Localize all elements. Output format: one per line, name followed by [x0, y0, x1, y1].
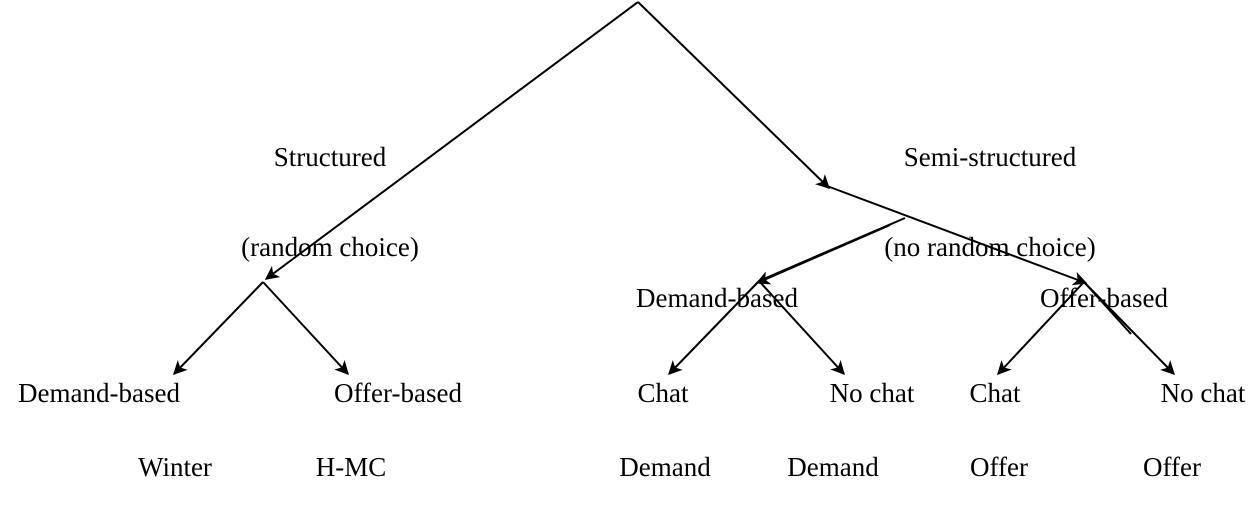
edge-label-offer-chat-text: Chat [969, 378, 1021, 408]
edge-root-to-structured [264, 1, 639, 280]
leaf-winter-mechanism-line1: Winter [138, 452, 212, 482]
edge-label-semi-structured-line1: Semi-structured [903, 142, 1077, 172]
edge-label-structured-offer-based: Offer-based [334, 318, 462, 468]
leaf-h-mc-mechanism: H-MC mechanism [290, 392, 413, 522]
edge-label-semi-demand-based: Demand-based [636, 223, 798, 373]
leaf-offer-mechanism-with-no-chat: Offer mechanism with no chat [1111, 392, 1234, 522]
leaf-offer-mechanism-with-chat: Offer mechanism with chat [938, 392, 1061, 522]
edge-label-offer-chat: Chat [970, 318, 1021, 468]
edge-label-demand-chat: Chat [638, 318, 689, 468]
edge-label-semi-offer-based-text: Offer-based [1040, 283, 1168, 313]
edge-label-structured-offer-based-text: Offer-based [334, 378, 462, 408]
edge-label-offer-no-chat-text: No chat [1160, 378, 1246, 408]
edge-label-structured-demand-based-text: Demand-based [18, 378, 180, 408]
edge-label-semi-structured: Semi-structured (no random choice) [884, 82, 1095, 322]
leaf-offer-mechanism-with-no-chat-line1: Offer [1143, 452, 1201, 482]
edge-label-structured-demand-based: Demand-based [18, 318, 180, 468]
edge-label-demand-no-chat: No chat [830, 318, 915, 468]
edge-root-to-semi-structured [637, 1, 831, 189]
edge-label-demand-no-chat-text: No chat [829, 378, 915, 408]
edge-structured-to-winter [173, 281, 264, 376]
edge-demand-to-nochat-leaf [758, 280, 845, 376]
edge-label-structured-line1: Structured [273, 142, 387, 172]
edge-structured-to-hmc [262, 281, 349, 376]
leaf-offer-mechanism-with-chat-line1: Offer [970, 452, 1028, 482]
leaf-winter-mechanism: Winter mechanism [114, 392, 237, 522]
edge-label-semi-offer-based: Offer-based [1040, 223, 1168, 373]
edge-label-semi-structured-line2: (no random choice) [884, 232, 1096, 262]
leaf-demand-mechanism-with-chat-line1: Demand [619, 452, 711, 482]
edge-label-offer-no-chat: No chat [1161, 318, 1246, 468]
edge-label-semi-demand-based-text: Demand-based [636, 283, 798, 313]
edge-offer-to-chat-leaf [997, 281, 1085, 376]
edge-label-structured: Structured (random choice) [241, 82, 419, 322]
edge-label-demand-chat-text: Chat [637, 378, 689, 408]
edge-demand-to-chat-leaf [668, 280, 760, 376]
leaf-demand-mechanism-with-no-chat: Demand mechanism with no chat [772, 392, 895, 522]
edge-semi-to-offer [826, 185, 1088, 286]
leaf-h-mc-mechanism-line1: H-MC [315, 452, 387, 482]
edge-semi-demand-tail [758, 217, 906, 282]
edge-label-structured-line2: (random choice) [241, 232, 419, 262]
edge-semi-offer-tail [1083, 281, 1132, 335]
leaf-demand-mechanism-with-no-chat-line1: Demand [787, 452, 879, 482]
leaf-demand-mechanism-with-chat: Demand mechanism with chat [604, 392, 727, 522]
